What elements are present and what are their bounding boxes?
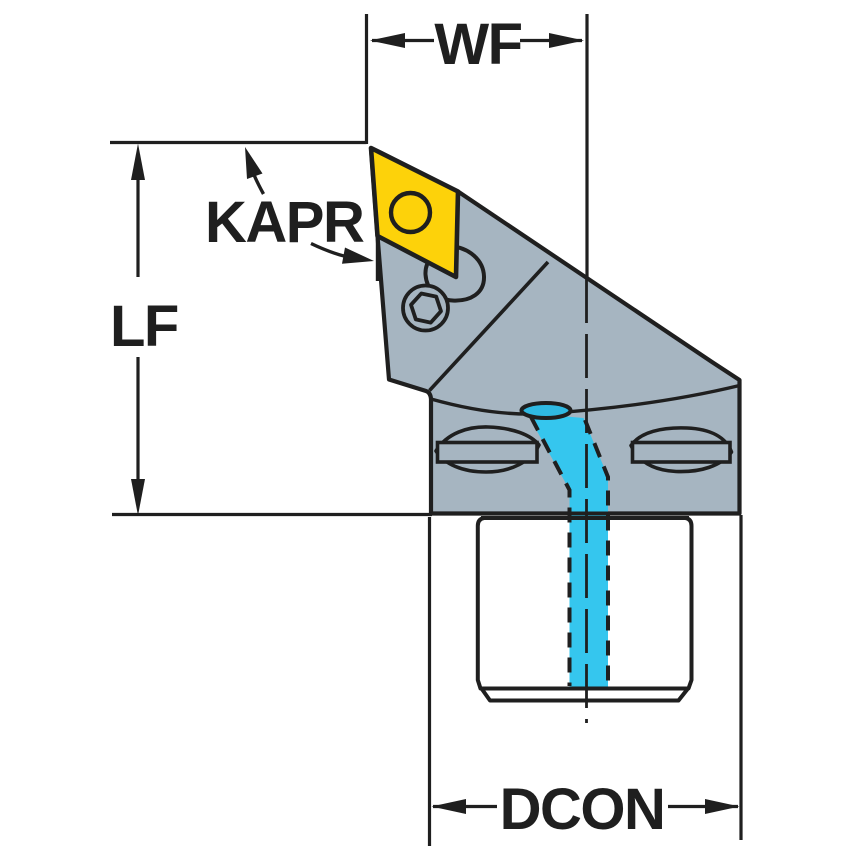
holder-head-body (368, 145, 742, 516)
kapr-arrowhead-up (245, 147, 263, 179)
lf-arrowhead-top (131, 143, 145, 180)
insert-screw-hole (388, 190, 433, 235)
cutting-insert (368, 145, 461, 280)
wf-arrowhead-right (549, 33, 584, 48)
dcon-label: DCON (500, 777, 665, 842)
wf-label: WF (434, 12, 521, 77)
kapr-arrow-right-tail (310, 241, 347, 259)
coolant-inlet (519, 401, 573, 420)
kapr-arrowhead-right (342, 247, 374, 264)
kapr-label: KAPR (205, 190, 364, 255)
kapr-arrow-up-tail (252, 175, 265, 195)
flange-slot-left-oval (434, 425, 541, 474)
dimensions: WF LF KAPR DCON (110, 12, 743, 846)
dcon-arrowhead-left (431, 799, 466, 814)
lf-arrowhead-bottom (131, 479, 145, 516)
lf-label: LF (110, 294, 178, 359)
flange-slot-right-band (630, 440, 732, 464)
coolant-duct-dashed-right (583, 419, 610, 686)
wf-arrowhead-left (370, 33, 405, 48)
tool-holder (368, 145, 742, 723)
flange-slot-left-band (435, 440, 539, 464)
coolant-duct-dashed-left (529, 416, 572, 686)
hex-socket-icon (409, 291, 443, 325)
dcon-arrowhead-right (705, 799, 740, 814)
head-face-edge (428, 260, 550, 392)
